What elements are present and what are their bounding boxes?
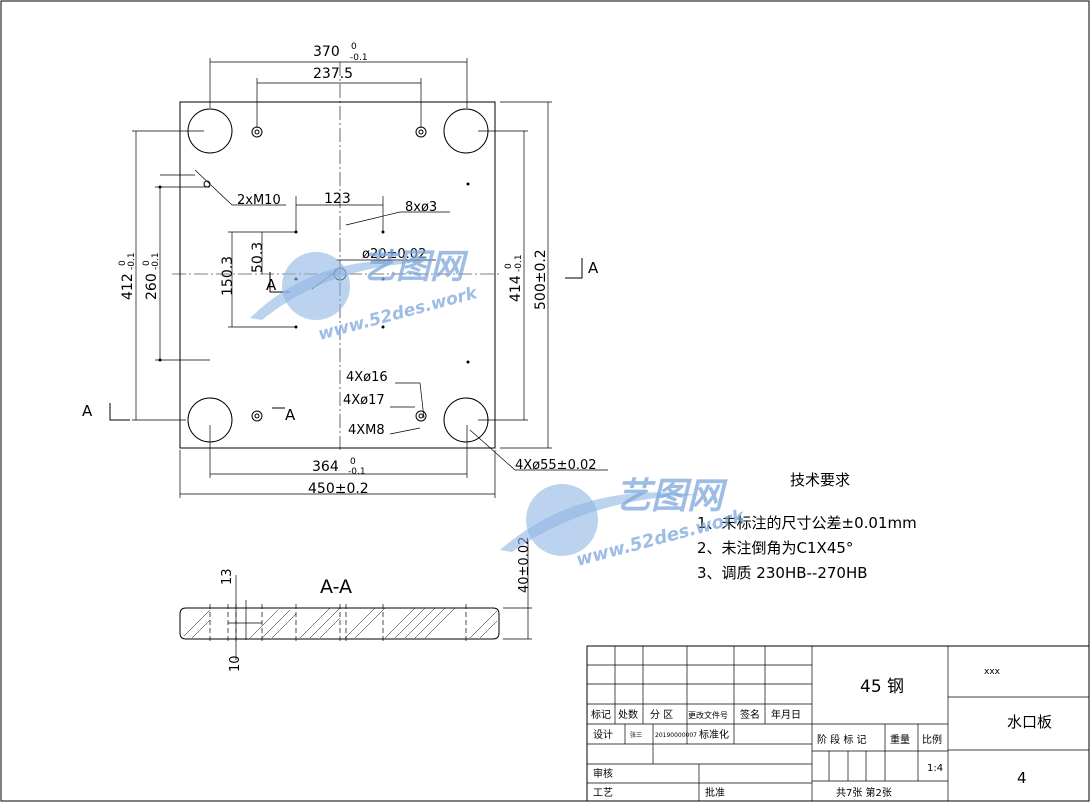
dim-364: 364 [312, 459, 339, 475]
plate-outline [179, 101, 496, 449]
dim-lines [132, 58, 552, 498]
section-title: A-A [320, 576, 352, 598]
tb-sheet-no: 4 [1017, 769, 1027, 787]
watermark-1: 艺图网 www.52des.work [250, 247, 481, 345]
tb-r-sheji: 设计 [593, 728, 613, 741]
section-mark-left: A [82, 402, 93, 420]
callout-phi55: 4Xø55±0.02 [515, 458, 597, 473]
tb-r-shenhe: 审核 [593, 767, 613, 780]
tech-title: 技术要求 [790, 471, 850, 489]
watermark-brand-1: 艺图网 [362, 247, 469, 287]
dim-10: 10 [228, 655, 243, 672]
section-mark-inner-right: A [285, 406, 296, 424]
tb-scale-label: 比例 [922, 733, 942, 746]
tb-h-nianyueri: 年月日 [771, 708, 801, 721]
dim-364-tol-upper: 0 [350, 457, 356, 467]
tb-company: xxx [984, 667, 1001, 677]
dim-412-tol-lower: -0.1 [127, 252, 137, 270]
technical-requirements: 技术要求 1、未标注的尺寸公差±0.01mm 2、未注倒角为C1X45° 3、调… [697, 471, 917, 582]
tb-material: 45 钢 [860, 677, 904, 697]
dim-370-tol-lower: -0.1 [350, 53, 368, 63]
tb-r-gongyi: 工艺 [593, 787, 613, 799]
tech-item-1: 1、未标注的尺寸公差±0.01mm [697, 514, 917, 532]
tb-h-fenqu: 分 区 [650, 709, 673, 721]
callout-m8: 4XM8 [348, 423, 385, 438]
dim-237: 237.5 [313, 66, 353, 82]
title-block: 标记 处数 分 区 更改文件号 签名 年月日 设计 张三 20190000007… [586, 645, 1090, 802]
section-outline [179, 607, 500, 640]
dim-260-tol-lower: -0.1 [151, 252, 161, 270]
dim-412-tol-upper: 0 [118, 260, 128, 266]
dim-414-tol-upper: 0 [504, 263, 514, 269]
tb-r-sheji-name: 张三 [630, 731, 642, 739]
section-mark-inner-left: A [266, 276, 277, 294]
dim-40: 40±0.02 [517, 537, 532, 593]
section-hatching [183, 607, 498, 639]
dim-500: 500±0.2 [533, 249, 549, 310]
tb-h-biaoji: 标记 [591, 709, 611, 721]
tb-scale-value: 1:4 [927, 763, 943, 774]
dim-123: 123 [324, 191, 351, 207]
dim-150: 150.3 [220, 256, 236, 296]
dim-260-tol-upper: 0 [142, 260, 152, 266]
section-mark-right: A [588, 259, 599, 277]
dim-13: 13 [220, 568, 235, 585]
tech-item-2: 2、未注倒角为C1X45° [697, 539, 853, 557]
callout-phi20: ø20±0.02 [362, 247, 426, 262]
tb-r-sheji-date: 20190000007 [655, 732, 697, 739]
tb-stage-label: 阶 段 标 记 [817, 733, 867, 746]
threaded-holes [251, 126, 427, 422]
leader-lines [160, 169, 608, 471]
callout-phi16: 4Xø16 [346, 370, 388, 385]
callout-phi3: 8xø3 [405, 200, 437, 215]
tb-h-qianming: 签名 [740, 708, 760, 721]
tech-item-3: 3、调质 230HB--270HB [697, 564, 868, 582]
tb-r-pizhun: 批准 [705, 786, 725, 799]
dim-364-tol-lower: -0.1 [348, 467, 366, 477]
tb-h-gaiwen: 更改文件号 [688, 710, 728, 720]
callout-m10: 2xM10 [237, 193, 281, 208]
dim-370: 370 [313, 44, 340, 60]
watermark-brand-2: 艺图网 [615, 476, 728, 517]
dimension-texts: 370 0 -0.1 237.5 123 2xM10 8xø3 ø20±0.02… [82, 42, 599, 497]
dim-412: 412 [120, 273, 136, 300]
callout-phi17: 4Xø17 [343, 393, 385, 408]
section-view: A-A 40±0.02 13 10 [179, 537, 532, 672]
dim-414: 414 [508, 275, 524, 302]
dim-260: 260 [144, 273, 160, 300]
tb-h-chushu: 处数 [618, 708, 638, 721]
dim-50: 50.3 [250, 242, 266, 273]
top-view [109, 58, 608, 498]
tb-r-biaozhun: 标准化 [699, 728, 729, 741]
tb-weight-label: 重量 [890, 733, 910, 746]
tb-sheets: 共7张 第2张 [836, 786, 892, 799]
dim-370-tol-upper: 0 [351, 42, 357, 52]
dim-450: 450±0.2 [308, 481, 369, 497]
tb-part-name: 水口板 [1007, 713, 1052, 731]
dim-414-tol-lower: -0.1 [514, 254, 524, 272]
